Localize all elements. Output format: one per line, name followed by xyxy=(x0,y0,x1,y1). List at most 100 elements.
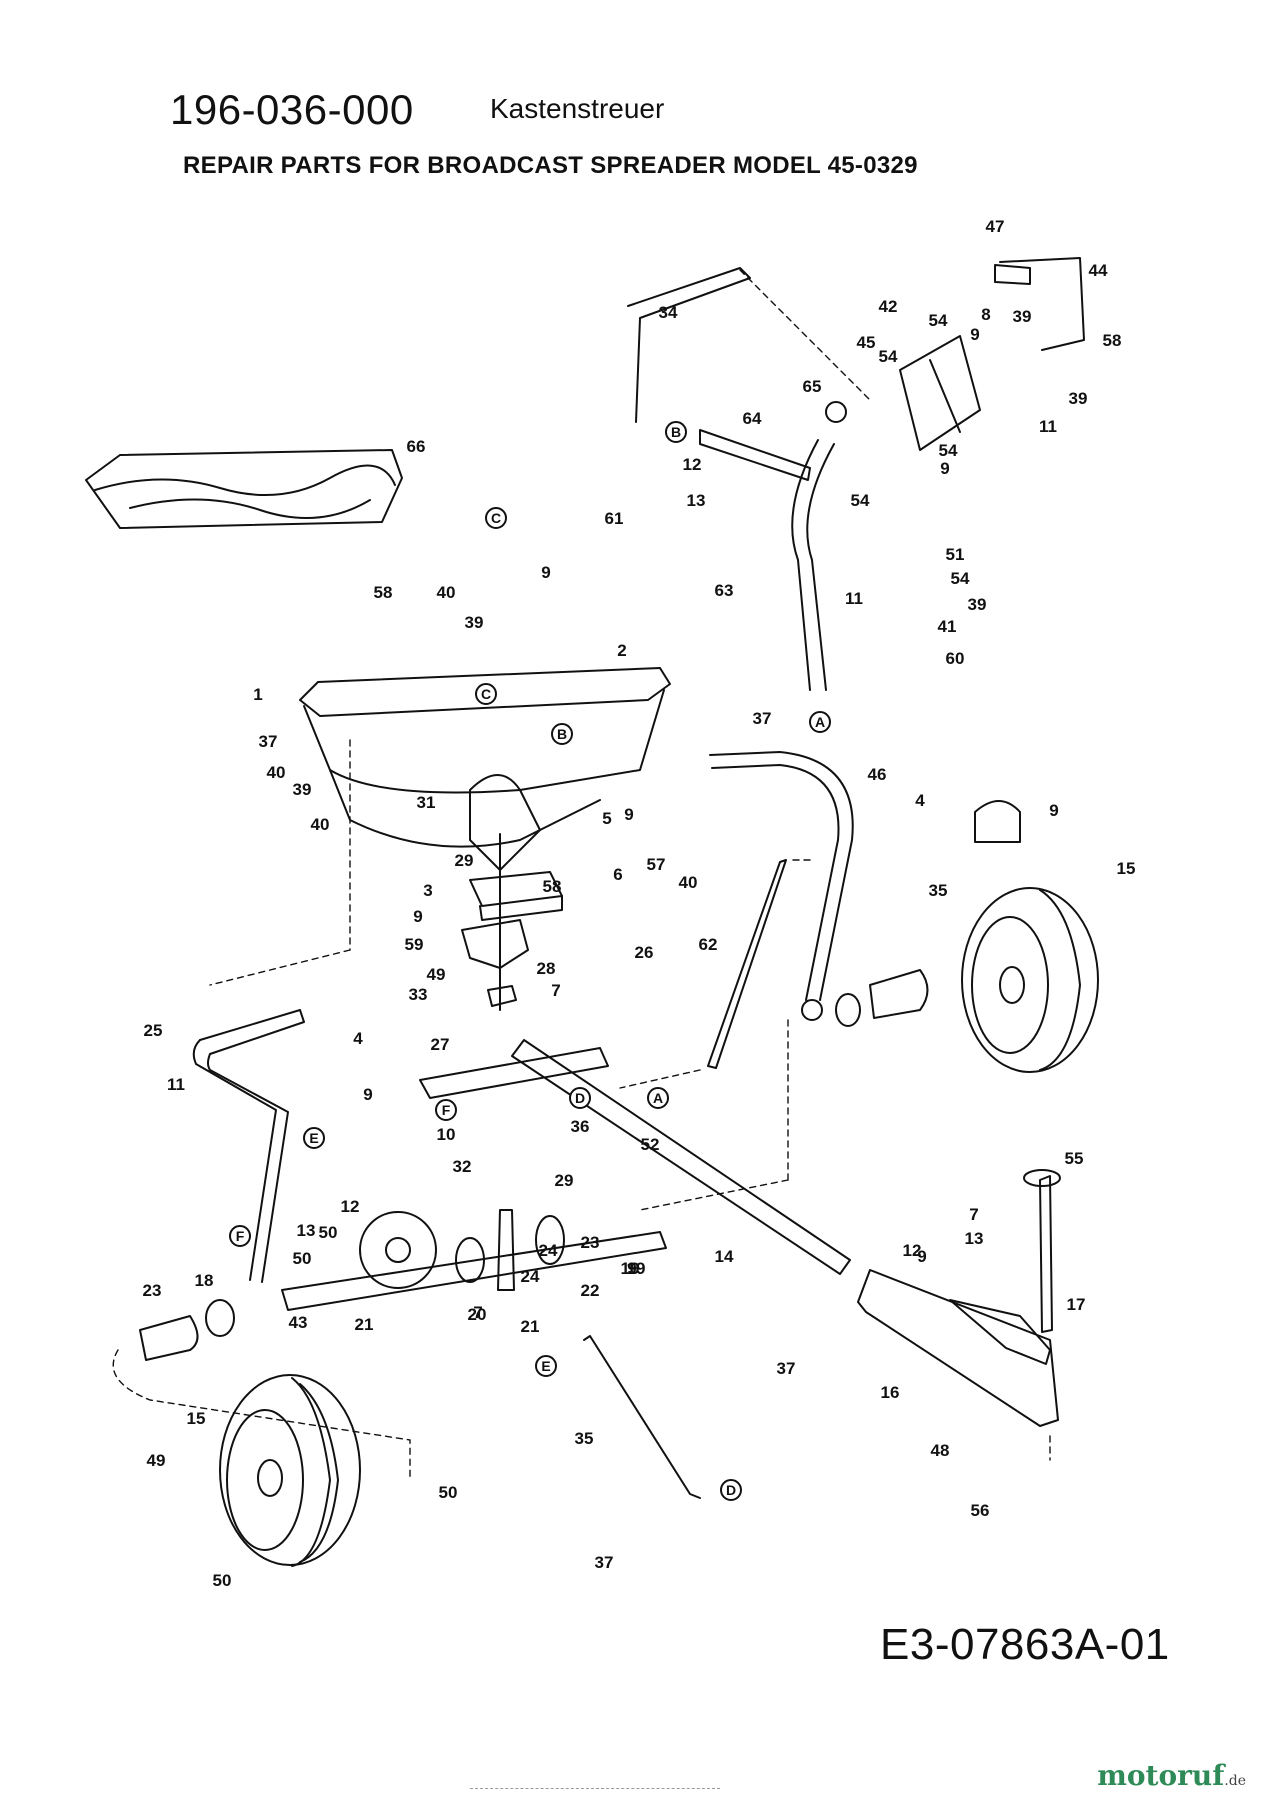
part-label: 3 xyxy=(423,881,432,900)
callout-circle xyxy=(435,1099,457,1121)
callout-circle xyxy=(569,1087,591,1109)
part-label: 13 xyxy=(297,1221,316,1240)
callout-letter: A xyxy=(815,714,825,730)
part-label: 50 xyxy=(293,1249,312,1268)
callout-marker: F xyxy=(435,1099,457,1121)
part-label: 9 xyxy=(627,1259,636,1278)
part-label: 11 xyxy=(1039,417,1057,436)
part-label: 60 xyxy=(946,649,965,668)
part-label: 54 xyxy=(929,311,948,330)
page-title: REPAIR PARTS FOR BROADCAST SPREADER MODE… xyxy=(183,152,918,179)
hopper-part xyxy=(299,667,671,871)
watermark-logo: motoruf.de xyxy=(1097,1759,1246,1792)
part-label: 9 xyxy=(363,1085,372,1104)
callout-letter: C xyxy=(491,510,501,526)
callout-letters: B C C B A D A F E F E D xyxy=(229,421,831,1501)
part-label: 12 xyxy=(341,1197,360,1216)
gear-assembly-part xyxy=(461,833,563,1011)
part-label: 9 xyxy=(624,805,633,824)
axle-part xyxy=(281,1039,851,1311)
part-label: 49 xyxy=(427,965,446,984)
part-label: 26 xyxy=(635,943,654,962)
part-label: 5 xyxy=(602,809,611,828)
part-label: 7 xyxy=(473,1303,482,1322)
part-label: 58 xyxy=(543,877,562,896)
part-label: 52 xyxy=(641,1135,660,1154)
callout-letter: C xyxy=(481,686,491,702)
part-label: 40 xyxy=(437,583,456,602)
part-label: 21 xyxy=(355,1315,374,1334)
part-label: 50 xyxy=(319,1223,338,1242)
part-label: 41 xyxy=(938,617,957,636)
part-label: 25 xyxy=(144,1021,163,1040)
part-label: 64 xyxy=(743,409,762,428)
part-label: 13 xyxy=(687,491,706,510)
callout-circle xyxy=(229,1225,251,1247)
callout-marker: A xyxy=(647,1087,669,1109)
frame-handle-left-part xyxy=(192,1009,305,1283)
part-label: 37 xyxy=(259,732,278,751)
part-label: 18 xyxy=(195,1271,214,1290)
part-label: 19 xyxy=(621,1259,640,1278)
part-label: 23 xyxy=(581,1233,600,1252)
part-label: 6 xyxy=(613,865,622,884)
callout-circle xyxy=(551,723,573,745)
part-label: 39 xyxy=(293,780,312,799)
part-label: 4 xyxy=(915,791,925,810)
callout-marker: E xyxy=(303,1127,325,1149)
part-label: 36 xyxy=(571,1117,590,1136)
part-label: 40 xyxy=(311,815,330,834)
part-label: 9 xyxy=(940,459,949,478)
part-label: 20 xyxy=(468,1305,487,1324)
callout-letter: B xyxy=(671,424,681,440)
part-label: 56 xyxy=(971,1501,990,1520)
part-label: 55 xyxy=(1065,1149,1084,1168)
part-label: 11 xyxy=(845,589,863,608)
callout-marker: F xyxy=(229,1225,251,1247)
part-label: 54 xyxy=(851,491,870,510)
part-label: 42 xyxy=(879,297,898,316)
part-label: 45 xyxy=(857,333,876,352)
part-label: 29 xyxy=(455,851,474,870)
control-rod-part xyxy=(583,859,787,1499)
part-label: 9 xyxy=(970,325,979,344)
part-label: 47 xyxy=(986,217,1005,236)
callout-circle xyxy=(665,421,687,443)
part-label: 50 xyxy=(439,1483,458,1502)
part-label: 50 xyxy=(213,1571,232,1590)
part-label: 7 xyxy=(969,1205,978,1224)
handle-tube-part xyxy=(627,257,1085,691)
part-label: 54 xyxy=(951,569,970,588)
part-label: 37 xyxy=(753,709,772,728)
part-label: 37 xyxy=(777,1359,796,1378)
part-label: 49 xyxy=(147,1451,166,1470)
part-label: 28 xyxy=(537,959,556,978)
callout-letter: D xyxy=(575,1090,585,1106)
callout-circle xyxy=(720,1479,742,1501)
callout-marker: E xyxy=(535,1355,557,1377)
stand-part xyxy=(857,1169,1061,1427)
left-wheel-part xyxy=(139,1299,361,1567)
part-label: 57 xyxy=(647,855,666,874)
part-label: 9 xyxy=(1049,801,1058,820)
part-label: 11 xyxy=(167,1075,185,1094)
part-label: 43 xyxy=(289,1313,308,1332)
part-label: 39 xyxy=(465,613,484,632)
part-label: 8 xyxy=(981,305,990,324)
frame-handle-right-part xyxy=(709,751,854,1021)
part-label: 40 xyxy=(679,873,698,892)
part-label: 46 xyxy=(868,765,887,784)
watermark-suffix: .de xyxy=(1224,1773,1246,1789)
part-label: 27 xyxy=(431,1035,450,1054)
part-label: 24 xyxy=(521,1267,540,1286)
callout-letter: F xyxy=(236,1228,245,1244)
callout-circle xyxy=(647,1087,669,1109)
callout-marker: D xyxy=(569,1087,591,1109)
part-label: 21 xyxy=(521,1317,540,1336)
part-label: 9 xyxy=(917,1247,926,1266)
callout-marker: C xyxy=(475,683,497,705)
callout-circle xyxy=(475,683,497,705)
callout-letter: D xyxy=(726,1482,736,1498)
callout-letter: B xyxy=(557,726,567,742)
